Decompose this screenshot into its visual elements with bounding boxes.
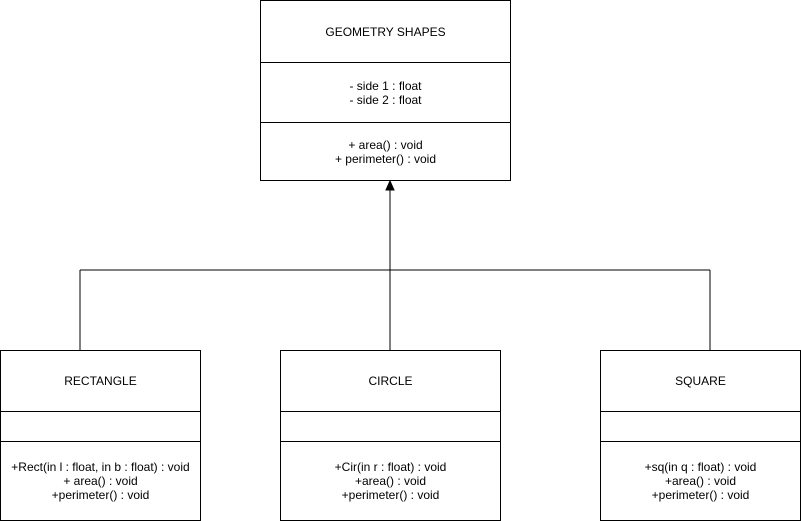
operation-constructor: +sq(in q : float) : void [644,460,757,474]
operation-area: +area() : void [354,474,427,488]
class-name: CIRCLE [368,374,413,388]
operation-perimeter: + perimeter() : void [334,151,437,166]
operation-area: +area() : void [664,474,737,488]
class-name-compartment: GEOMETRY SHAPES [261,1,510,62]
attribute-side-1: - side 1 : float [349,78,422,93]
operation-perimeter: +perimeter() : void [51,488,150,502]
attributes-compartment [281,411,500,441]
class-name-compartment: CIRCLE [281,351,500,411]
operations-compartment: +Cir(in r : float) : void +area() : void… [281,441,500,520]
operation-constructor: +Cir(in r : float) : void [334,460,447,474]
operation-perimeter: +perimeter() : void [651,488,750,502]
operation-area: + area() : void [63,474,138,488]
class-name: GEOMETRY SHAPES [325,24,446,39]
inheritance-arrowhead [385,179,395,191]
class-geometry-shapes[interactable]: GEOMETRY SHAPES - side 1 : float - side … [260,0,511,181]
attributes-compartment: - side 1 : float - side 2 : float [261,62,510,122]
class-rectangle[interactable]: RECTANGLE +Rect(in l : float, in b : flo… [0,350,201,521]
class-square[interactable]: SQUARE +sq(in q : float) : void +area() … [600,350,801,521]
operations-compartment: +Rect(in l : float, in b : float) : void… [1,441,200,520]
attributes-compartment [1,411,200,441]
operation-area: + area() : void [348,137,423,152]
class-name-compartment: RECTANGLE [1,351,200,411]
class-name: SQUARE [675,374,726,388]
class-name: RECTANGLE [64,374,137,388]
class-circle[interactable]: CIRCLE +Cir(in r : float) : void +area()… [280,350,501,521]
operations-compartment: + area() : void + perimeter() : void [261,122,510,180]
operations-compartment: +sq(in q : float) : void +area() : void … [601,441,800,520]
attributes-compartment [601,411,800,441]
class-name-compartment: SQUARE [601,351,800,411]
attribute-side-2: - side 2 : float [349,92,422,107]
operation-constructor: +Rect(in l : float, in b : float) : void [11,460,190,474]
operation-perimeter: +perimeter() : void [341,488,440,502]
